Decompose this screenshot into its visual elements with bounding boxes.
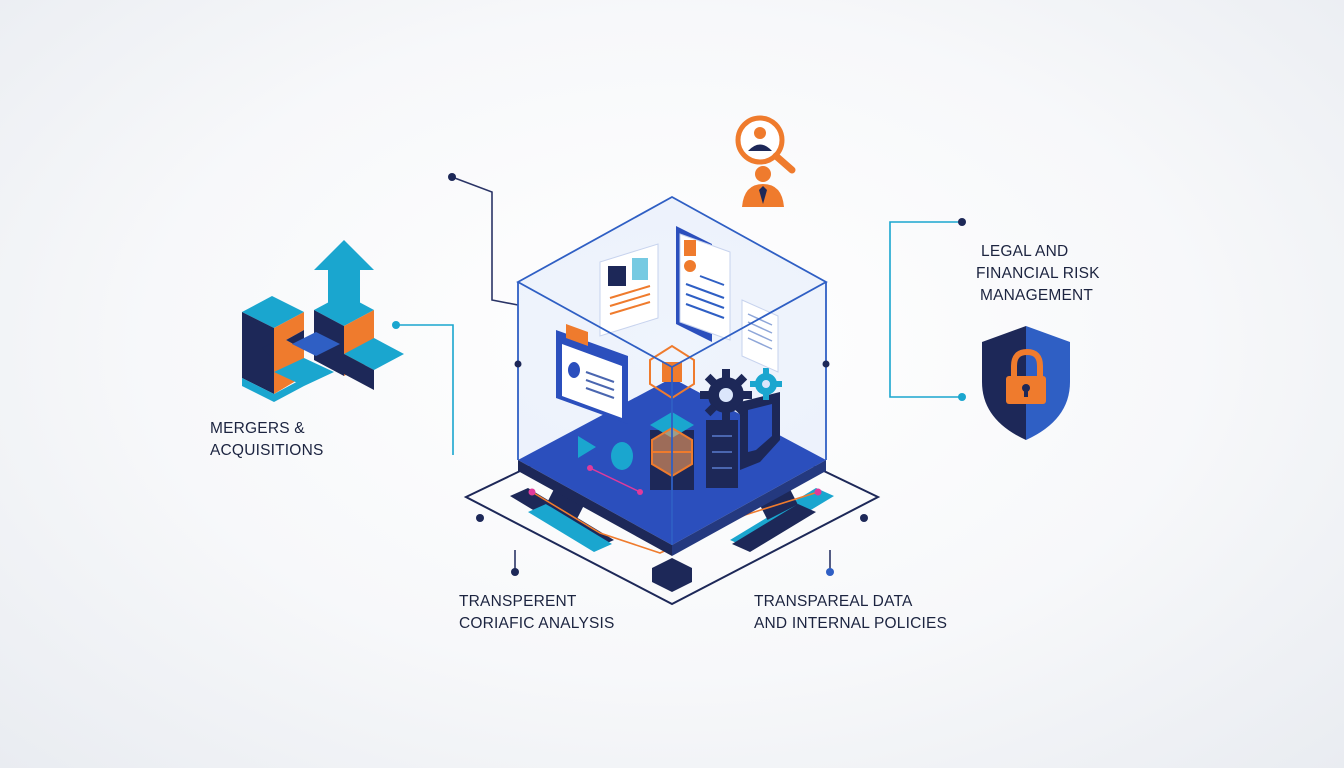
person-search-icon — [735, 115, 796, 207]
document-icon — [599, 243, 659, 337]
connector-dot — [826, 568, 834, 576]
legal-label-line: FINANCIAL RISK — [976, 265, 1100, 282]
transpareal-label-line: AND INTERNAL POLICIES — [754, 615, 948, 632]
connector-legal — [889, 221, 962, 398]
transperent-analysis-label: TRANSPERENT CORIAFIC ANALYSIS — [459, 591, 615, 635]
legal-label-line: LEGAL AND — [981, 243, 1069, 260]
play-icon — [578, 436, 596, 458]
document-icon — [676, 226, 731, 342]
transpareal-data-label: TRANSPAREAL DATA AND INTERNAL POLICIES — [754, 591, 947, 635]
connector-dot — [958, 218, 966, 226]
mergers-label-line: ACQUISITIONS — [210, 442, 324, 459]
transparent-cube — [514, 195, 830, 556]
legal-label-line: MANAGEMENT — [980, 287, 1094, 304]
browser-window-icon — [556, 324, 628, 424]
gear-icon — [700, 369, 752, 421]
connector-lines — [392, 173, 966, 576]
mergers-label-line: MERGERS & — [210, 420, 305, 437]
merge-arrow-icon — [242, 240, 404, 402]
connector-dot — [448, 173, 456, 181]
legal-risk-label: LEGAL AND FINANCIAL RISK MANAGEMENT — [976, 241, 1100, 307]
transperent-label-line: CORIAFIC ANALYSIS — [459, 615, 615, 632]
connector-mergers — [396, 324, 454, 455]
transpareal-label-line: TRANSPAREAL DATA — [754, 593, 913, 610]
document-icon — [741, 299, 779, 373]
connector-dot — [392, 321, 400, 329]
transperent-label-line: TRANSPERENT — [459, 593, 577, 610]
connector-dot — [511, 568, 519, 576]
base-platform — [463, 396, 881, 606]
mergers-label: MERGERS & ACQUISITIONS — [210, 418, 324, 462]
gear-icon — [750, 368, 782, 400]
connector-top-left — [451, 176, 519, 306]
connector-dot — [958, 393, 966, 401]
shield-lock-icon — [982, 326, 1070, 440]
